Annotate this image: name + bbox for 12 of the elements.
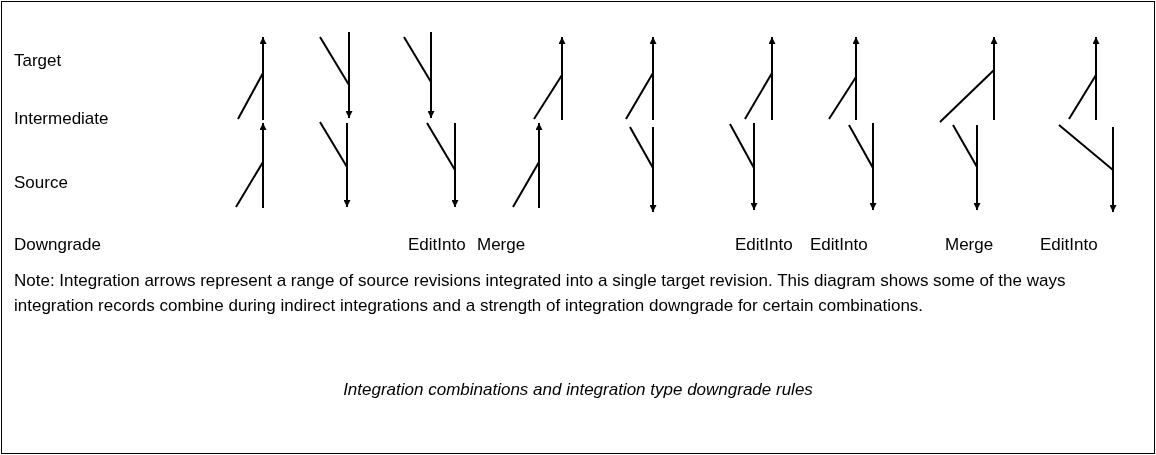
downgrade-label: EditInto — [408, 234, 466, 256]
row-label: Downgrade — [14, 234, 101, 256]
downgrade-label: EditInto — [810, 234, 868, 256]
downgrade-label: Merge — [945, 234, 994, 256]
row-label: Intermediate — [14, 108, 109, 130]
note-text: Note: Integration arrows represent a range of source revisions integrated into a single target revision. This diagram shows some of the ways integration records combine during indirect integrations and a strength of integration downgrade for certain combinations. — [14, 270, 1067, 317]
downgrade-label: EditInto — [735, 234, 793, 256]
caption: Integration combinations and integration type downgrade rules — [342, 380, 814, 400]
row-label: Source — [14, 172, 68, 194]
row-label: Target — [14, 50, 62, 72]
downgrade-label: Merge — [477, 234, 526, 256]
downgrade-label: EditInto — [1040, 234, 1098, 256]
